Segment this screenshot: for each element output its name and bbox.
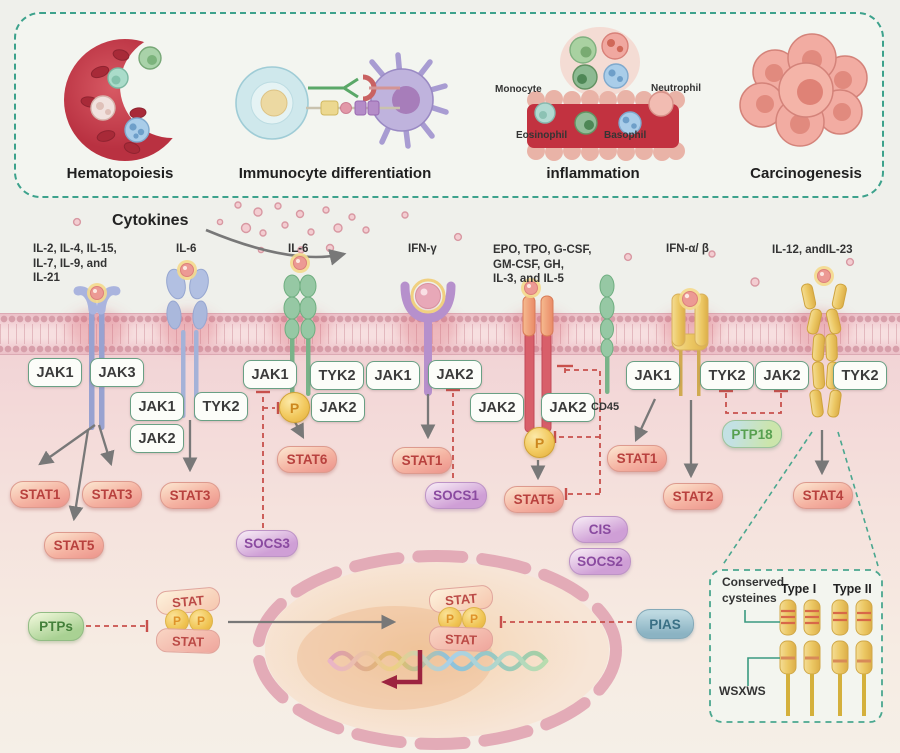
inset-type2-label: Type II (833, 582, 872, 596)
socs2-pill: SOCS2 (569, 548, 631, 575)
kinase-box-jak2: JAK2 (130, 424, 184, 453)
caption-inflammation: inflammation (546, 165, 640, 182)
kinase-box-tyk2: TYK2 (194, 392, 248, 421)
stat5-pill: STAT5 (44, 532, 104, 559)
receptor-ifn-gamma (400, 278, 456, 396)
conserved-cysteine-bands (781, 609, 871, 625)
ligand-line: IL-21 (33, 272, 60, 284)
ligand-il6-b: IL-6 (288, 243, 309, 255)
receptor-il6-gp130-blue (166, 260, 209, 418)
stat4-pill: STAT4 (793, 482, 853, 509)
inset-conserved-label-line1: Conserved (722, 575, 785, 589)
dimer-stat-bottom: STAT (428, 625, 494, 653)
kinase-box-jak1: JAK1 (243, 360, 297, 389)
label-monocyte: Monocyte (495, 84, 542, 95)
stat6-pill: STAT6 (277, 446, 337, 473)
ligand-ifn-gamma: IFN-γ (408, 243, 437, 255)
socs3-pill: SOCS3 (236, 530, 298, 557)
inset-type1-label: Type I (781, 582, 817, 596)
kinase-box-jak2: JAK2 (541, 393, 595, 422)
wsxws-bands (781, 656, 871, 663)
stat-dimer-nucleus: STAT P P STAT (428, 584, 494, 653)
stat-dimer-cytoplasm: STAT P P STAT (155, 586, 221, 655)
stat2-pill: STAT2 (663, 483, 723, 510)
ligand-line: IL-3, and IL-5 (493, 273, 564, 285)
kinase-box-tyk2: TYK2 (833, 361, 887, 390)
ligand-il12-il23: IL-12, andIL-23 (772, 244, 853, 256)
inhibition-lines (86, 364, 788, 632)
ligand-group-il2-family: IL-2, IL-4, IL-15, IL-7, IL-9, and IL-21 (33, 242, 117, 286)
kinase-box-jak1: JAK1 (130, 392, 184, 421)
label-basophil: Basophil (604, 130, 647, 141)
label-cd45: CD45 (591, 401, 620, 413)
stat3-pill: STAT3 (82, 481, 142, 508)
ptp18-pill: PTP18 (722, 420, 782, 448)
ligand-ifn-alpha-beta: IFN-α/ β (666, 243, 709, 255)
ptps-pill: PTPs (28, 612, 84, 641)
inset-wsxws-label: WSXWS (719, 684, 766, 698)
label-neutrophil: Neutrophil (651, 83, 701, 94)
signal-arrows (38, 394, 830, 630)
dimer-stat-top: STAT (155, 586, 221, 616)
stat3-pill: STAT3 (160, 482, 220, 509)
kinase-box-jak2: JAK2 (311, 393, 365, 422)
receptor-il6-green (283, 253, 317, 396)
kinase-box-tyk2: TYK2 (310, 361, 364, 390)
kinase-box-jak2: JAK2 (470, 393, 524, 422)
kinase-box-jak3: JAK3 (90, 358, 144, 387)
hematopoiesis-illustration (64, 34, 224, 161)
ligand-line: GM-CSF, GH, (493, 258, 564, 271)
kinase-box-jak1: JAK1 (626, 361, 680, 390)
cis-pill: CIS (572, 516, 628, 543)
label-eosinophil: Eosinophil (516, 130, 568, 141)
stat1-pill: STAT1 (10, 481, 70, 508)
receptor-ifn-alpha-beta (671, 288, 709, 396)
cytokine-arrow (205, 228, 347, 266)
ligand-line: IL-2, IL-4, IL-15, (33, 243, 117, 255)
inset-conserved-label-line2: cysteines (722, 591, 777, 605)
dimer-stat-bottom: STAT (155, 627, 221, 655)
receptor-structure-inset (709, 569, 883, 723)
inset-pointer-lines (744, 610, 780, 686)
cytokines-title: Cytokines (112, 212, 189, 229)
caption-hematopoiesis: Hematopoiesis (66, 165, 174, 182)
receptor-il2-family (73, 283, 121, 430)
phosphate-circle: P (524, 427, 555, 458)
socs1-pill: SOCS1 (425, 482, 487, 509)
caption-immunocyte-differentiation: Immunocyte differentiation (238, 165, 432, 182)
caption-carcinogenesis: Carcinogenesis (750, 165, 862, 182)
ligand-line: EPO, TPO, G-CSF, (493, 244, 592, 256)
kinase-box-jak1: JAK1 (28, 358, 82, 387)
receptor-cd45 (599, 274, 615, 394)
kinase-box-jak2: JAK2 (755, 361, 809, 390)
stat1-pill: STAT1 (392, 447, 452, 474)
dimer-stat-top: STAT (428, 584, 494, 614)
kinase-box-tyk2: TYK2 (700, 361, 754, 390)
inflammation-illustration (527, 27, 685, 161)
kinase-box-jak1: JAK1 (366, 361, 420, 390)
inhibition-t-bars (145, 364, 788, 632)
immunocyte-differentiation-illustration (235, 52, 449, 149)
stat1-pill: STAT1 (607, 445, 667, 472)
dna-helix (327, 650, 549, 672)
ligand-il6-a: IL-6 (176, 243, 197, 255)
stat5-pill: STAT5 (504, 486, 564, 513)
ligand-group-epo-family: EPO, TPO, G-CSF, GM-CSF, GH, IL-3, and I… (493, 243, 591, 287)
transcription-arrow (381, 650, 423, 689)
pias-pill: PIAS (636, 609, 694, 639)
carcinogenesis-illustration (739, 33, 868, 147)
inset-stalks (786, 674, 866, 716)
kinase-box-jak2: JAK2 (428, 360, 482, 389)
ligand-line: IL-7, IL-9, and (33, 257, 108, 270)
phosphate-circle: P (279, 392, 310, 423)
